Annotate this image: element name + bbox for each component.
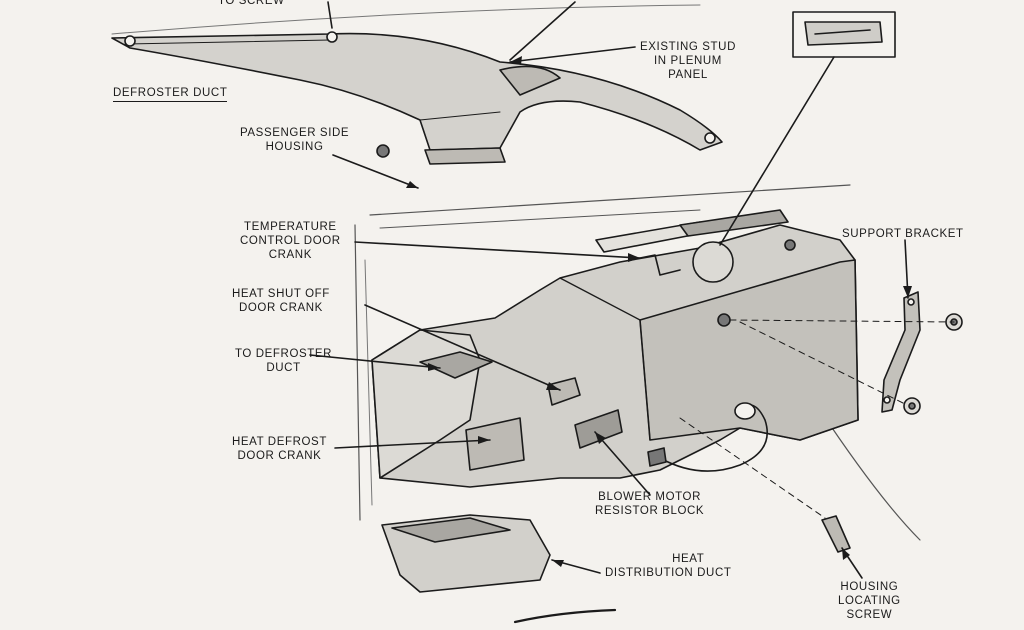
leader-to-defroster — [309, 354, 441, 369]
floor-line — [354, 224, 361, 521]
defroster-clip — [124, 35, 136, 47]
support-bracket-label: SUPPORT BRACKET — [842, 228, 964, 240]
arrow-temperature — [628, 253, 640, 262]
defroster-clip-3 — [704, 132, 716, 144]
bottom-mark — [513, 608, 617, 624]
leader-temperature — [354, 241, 641, 259]
leader-passenger-side — [332, 154, 419, 189]
leader-heat-shut-off — [364, 304, 561, 391]
leader-detail-inset — [719, 56, 835, 246]
stud-nut — [376, 144, 390, 158]
housing-top-ridge — [559, 277, 651, 441]
leader-blower-resistor — [594, 431, 651, 496]
top-cut-label: TO SCREW — [218, 0, 285, 7]
bracket-hole-2 — [883, 396, 891, 404]
temp-crank — [639, 254, 681, 276]
defroster-opening — [419, 351, 493, 379]
defroster-duct-rib — [124, 39, 331, 45]
temperature-control-door-crank-label: TEMPERATURE CONTROL DOOR CRANK — [240, 221, 341, 261]
arrow-blower-resistor — [595, 432, 606, 444]
arrow-existing-stud — [510, 56, 522, 65]
bracket-hole — [907, 298, 915, 306]
arrow-passenger-side — [406, 181, 418, 188]
blower-opening — [734, 402, 756, 420]
detail-circle — [692, 241, 734, 283]
defroster-nozzle — [499, 65, 561, 96]
heat-distribution-duct-label: HEAT DISTRIBUTION DUCT — [605, 553, 732, 579]
support-bracket-body — [881, 291, 921, 413]
housing-screw — [821, 515, 851, 553]
arrow-heat-distribution — [552, 560, 564, 567]
bracket-dash-top — [729, 319, 955, 323]
defroster-outlet — [424, 147, 506, 165]
blower-motor-resistor-block-label: BLOWER MOTOR RESISTOR BLOCK — [595, 491, 705, 517]
housing-screw-dash — [679, 417, 826, 519]
blower-wire — [659, 404, 768, 472]
defroster-duct-body — [111, 32, 723, 151]
arrow-housing-screw — [842, 548, 850, 560]
housing-front-face — [639, 259, 859, 441]
resistor-block — [574, 409, 623, 449]
bracket-dash-bottom — [739, 321, 906, 405]
to-defroster-duct-label: TO DEFROSTER DUCT — [235, 348, 333, 374]
wire-connector — [647, 447, 667, 467]
defroster-clip-2 — [326, 31, 338, 43]
defroster-duct-label: DEFROSTER DUCT — [113, 86, 228, 102]
cowl-line — [369, 184, 851, 216]
arrow-heat-shut-off — [546, 382, 560, 390]
leader-existing-stud — [509, 46, 636, 63]
heat-defrost-door-crank-label: HEAT DEFROST DOOR CRANK — [232, 436, 327, 462]
floor-line-2 — [364, 259, 373, 506]
cowl-line-2 — [379, 209, 701, 229]
detail-inset-pin — [814, 29, 871, 35]
heat-shut-off-door-crank-label: HEAT SHUT OFF DOOR CRANK — [232, 288, 330, 314]
shutoff-crank — [547, 377, 581, 406]
housing-stud-2 — [784, 239, 796, 251]
dash-panel-top-edge — [111, 4, 701, 35]
arrow-to-defroster — [428, 363, 440, 371]
housing-stud-1 — [717, 313, 731, 327]
passenger-side-housing-label: PASSENGER SIDE HOUSING — [240, 127, 350, 153]
existing-stud-label: EXISTING STUD IN PLENUM PANEL — [640, 41, 736, 81]
arrow-heat-defrost — [478, 436, 490, 444]
detail-inset-part — [804, 21, 883, 46]
leader-existing-stud-2 — [509, 1, 576, 61]
arrow-support-bracket — [903, 286, 912, 298]
defroster-duct-rib-2 — [419, 111, 501, 121]
defrost-crank-plate — [465, 417, 525, 471]
right-contour — [819, 409, 921, 541]
leader-top-cut — [327, 1, 333, 29]
housing-locating-screw-label: HOUSING LOCATING SCREW — [838, 581, 901, 621]
bracket-nut-bottom-hole — [908, 402, 916, 410]
leader-heat-defrost — [334, 439, 491, 449]
heat-distribution-duct-opening — [391, 517, 511, 543]
